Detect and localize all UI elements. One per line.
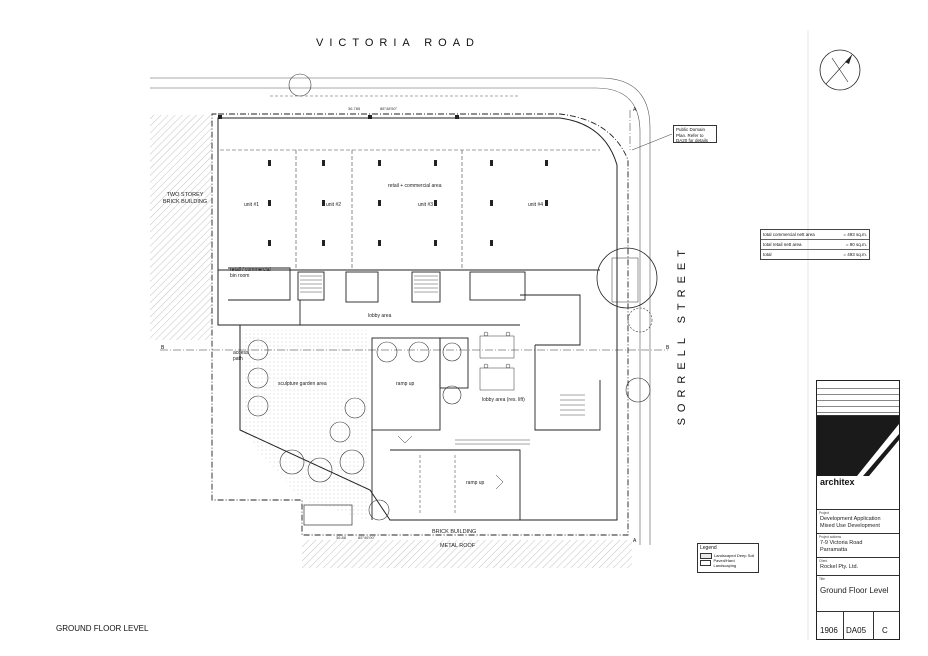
section-mark-b-east: B (666, 345, 670, 351)
columns (218, 115, 548, 246)
area-schedule: total commercial nett area= 493 sq.m. to… (760, 229, 870, 260)
job-number: 1906 (820, 626, 838, 635)
unit-1-label: unit #1 (244, 202, 260, 208)
south-neighbour-label-2: METAL ROOF (440, 543, 476, 549)
utility-box (303, 504, 353, 526)
legend-title: Legend (700, 545, 717, 551)
revision-letter: C (882, 626, 888, 635)
unit-partitions (220, 149, 600, 270)
bin-room-label: retail / commercial bin room (230, 267, 271, 279)
garden-area (242, 330, 368, 520)
ramp-up-label-2: ramp up (466, 480, 485, 486)
west-neighbour-label: TWO STOREY BRICK BUILDING (162, 192, 208, 205)
kerb-lines (150, 77, 651, 545)
lobby-label: lobby area (368, 313, 392, 319)
dim-north: 36.785 (348, 106, 361, 111)
area-row: total retail nett area= 90 sq.m. (761, 240, 869, 250)
title-block: architex Project Development Application… (816, 380, 900, 640)
number-cell: 1906 DA05 C (817, 611, 899, 640)
drawing-title: Ground Floor Level (820, 586, 889, 595)
north-arrow-panel (816, 36, 898, 126)
legend: Legend Landscaped Deep Soil Paved/Hard L… (697, 543, 759, 573)
unit-3-label: unit #3 (418, 202, 434, 208)
public-domain-callout: Public Domain Plan. Refer to DA20 for de… (673, 125, 717, 143)
unit-2-label: unit #2 (326, 202, 342, 208)
substation (611, 257, 639, 303)
firm-name: architex (820, 477, 855, 487)
legend-swatch (700, 559, 712, 566)
project-cell: Project Development Application Mixed Us… (817, 509, 899, 534)
ramp-up-label: ramp up (396, 381, 415, 387)
legend-item: Paved/Hard Landscaping (698, 558, 758, 568)
legend-item: Landscaped Deep Soil (698, 552, 758, 559)
south-neighbour-hatch (302, 540, 632, 568)
stairs (300, 275, 585, 445)
section-mark-a-south: A (633, 538, 637, 544)
internal-walls (218, 267, 601, 520)
sculpture-garden-label: sculpture garden area (278, 381, 327, 387)
title-cell: Title Ground Floor Level (817, 575, 899, 612)
site-boundary (211, 113, 629, 536)
detail-circle (596, 247, 658, 309)
ramps (397, 435, 504, 515)
access-path-label: access path (233, 350, 249, 362)
section-mark-b-west: B (161, 345, 165, 351)
trees (247, 73, 653, 521)
lobby-furniture (479, 331, 515, 391)
legend-swatch (700, 552, 712, 559)
lobby-res-label: lobby area (res. lift) (482, 397, 525, 403)
address-cell: Project address 7-9 Victoria Road Parram… (817, 533, 899, 558)
street-name-north: VICTORIA ROAD (316, 37, 480, 49)
south-neighbour-label-1: BRICK BUILDING (432, 529, 477, 535)
area-row: total commercial nett area= 493 sq.m. (761, 230, 869, 240)
drawing-number: DA05 (846, 626, 867, 635)
dim-north-bearing: 88°48'50" (380, 106, 398, 111)
west-neighbour-hatch (150, 115, 212, 340)
architex-logo-icon (817, 416, 899, 476)
revision-table (817, 383, 899, 419)
logo-panel: architex (817, 415, 899, 506)
north-arrow-icon (819, 49, 861, 91)
client-cell: Client Rockel Pty. Ltd. (817, 557, 899, 576)
sheet-label: GROUND FLOOR LEVEL (56, 624, 149, 633)
retail-area-label: retail + commercial area (388, 183, 442, 189)
section-lines (160, 110, 668, 351)
area-row: total= 493 sq.m. (763, 252, 867, 257)
unit-4-label: unit #4 (528, 202, 544, 208)
callout-leader (631, 133, 673, 151)
dim-south-bearing: 85°46'00" (358, 535, 376, 540)
section-mark-a-north: A (633, 107, 637, 113)
dim-south: 36.88 (336, 535, 347, 540)
